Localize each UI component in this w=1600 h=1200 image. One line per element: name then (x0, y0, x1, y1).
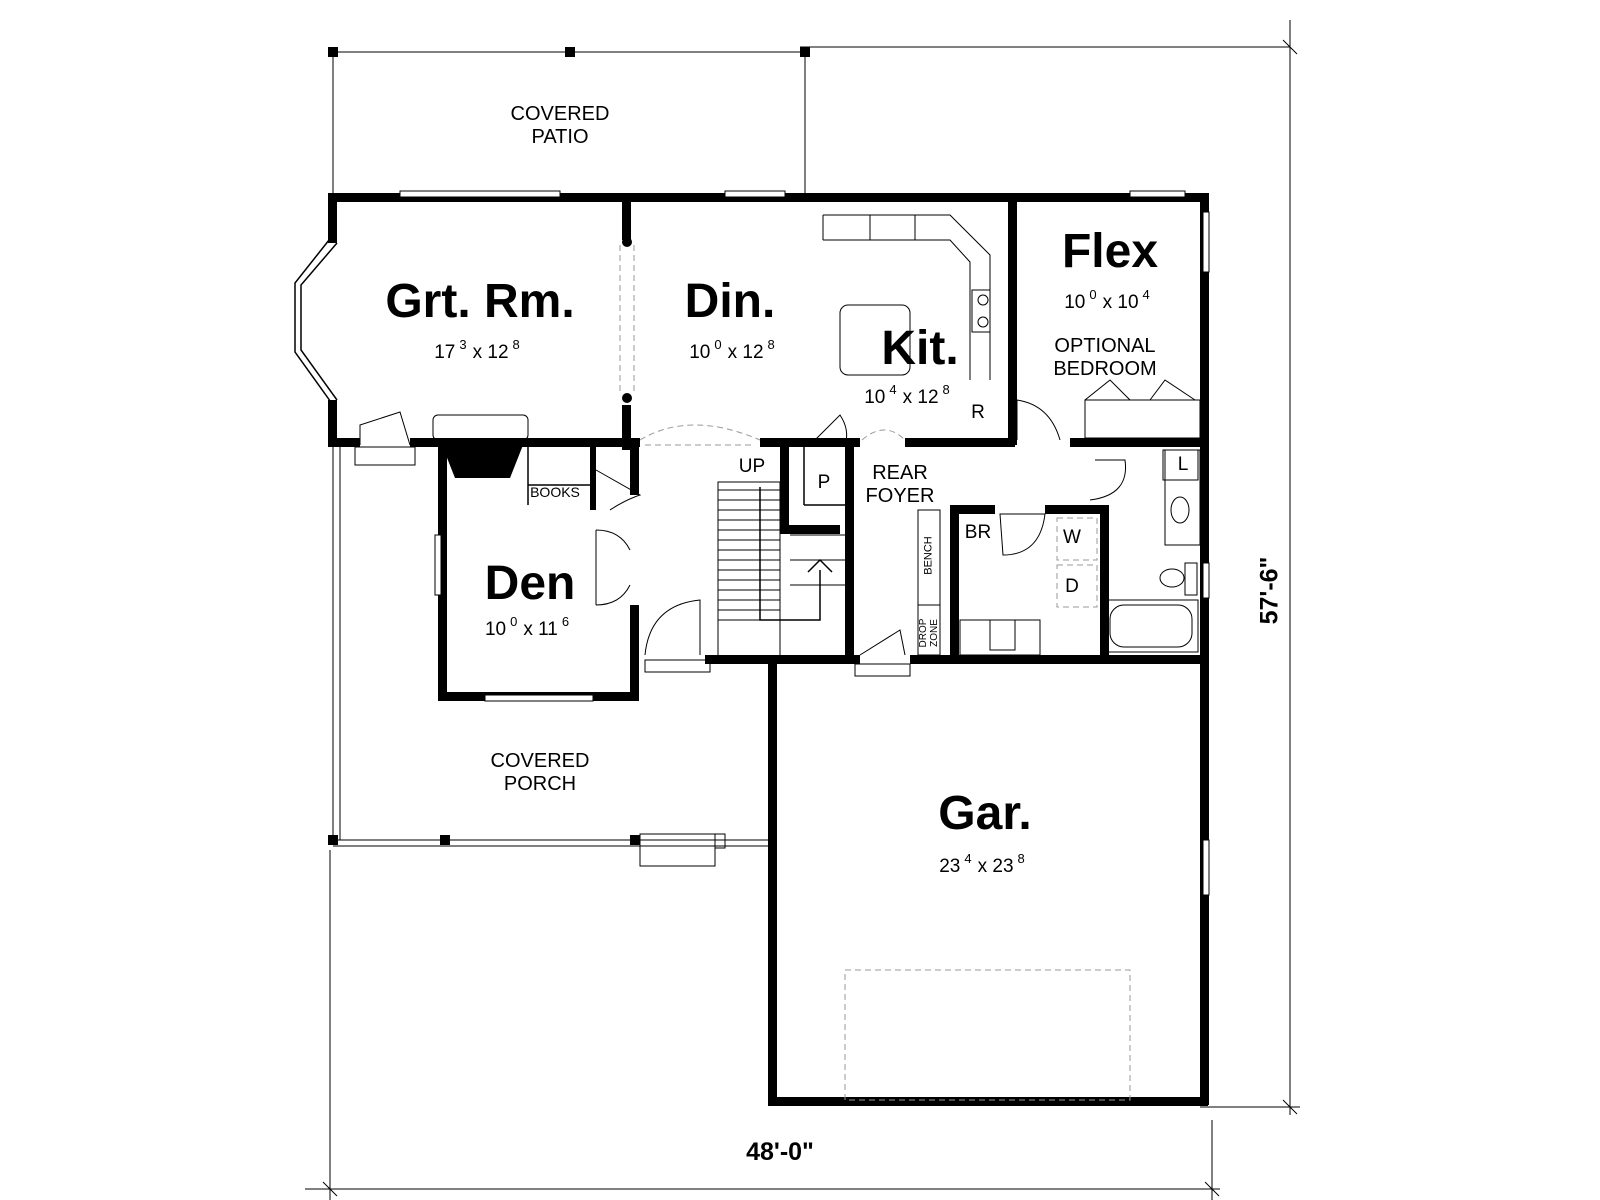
dryer-label: D (1065, 576, 1079, 597)
rear-foyer-label: REAR FOYER (865, 462, 935, 507)
windows (399, 190, 1210, 896)
doors (354, 399, 1127, 677)
refrigerator-label: R (971, 402, 985, 423)
linen-label: L (1177, 454, 1189, 475)
drop-zone-label: DROP ZONE (918, 618, 940, 648)
flex-note: OPTIONAL BEDROOM (1053, 335, 1157, 380)
covered-porch-outline (328, 445, 768, 867)
great-room-name: Grt. Rm. (385, 275, 575, 328)
garage-name: Gar. (938, 787, 1032, 840)
bathroom-label: BR (964, 522, 992, 543)
flex-name: Flex (1061, 225, 1159, 278)
covered-patio-label: COVERED PATIO (510, 103, 610, 148)
stairs (717, 481, 845, 658)
dimension-lines (305, 20, 1300, 1200)
garage-door-outline (844, 969, 1131, 1101)
kitchen-fixtures (432, 214, 991, 441)
bench-dropzone (917, 509, 941, 656)
kitchen-name: Kit. (881, 322, 959, 375)
covered-patio-outline (328, 47, 810, 200)
stairs-up-label: UP (738, 456, 766, 477)
covered-porch-label: COVERED PORCH (490, 750, 590, 795)
bench-label: BENCH (922, 536, 935, 575)
pantry-label: P (817, 472, 831, 493)
books-label: BOOKS (530, 484, 580, 500)
den-name: Den (484, 557, 576, 610)
interior-walls (527, 200, 1200, 660)
dining-name: Din. (684, 275, 776, 328)
overall-width-label: 48'-0" (746, 1138, 814, 1166)
washer-label: W (1063, 527, 1081, 548)
exterior-walls (294, 193, 1209, 1106)
overall-depth-label: 57'-6" (1255, 556, 1284, 625)
bath-fixtures (959, 449, 1201, 656)
flex-closet (1084, 379, 1201, 439)
